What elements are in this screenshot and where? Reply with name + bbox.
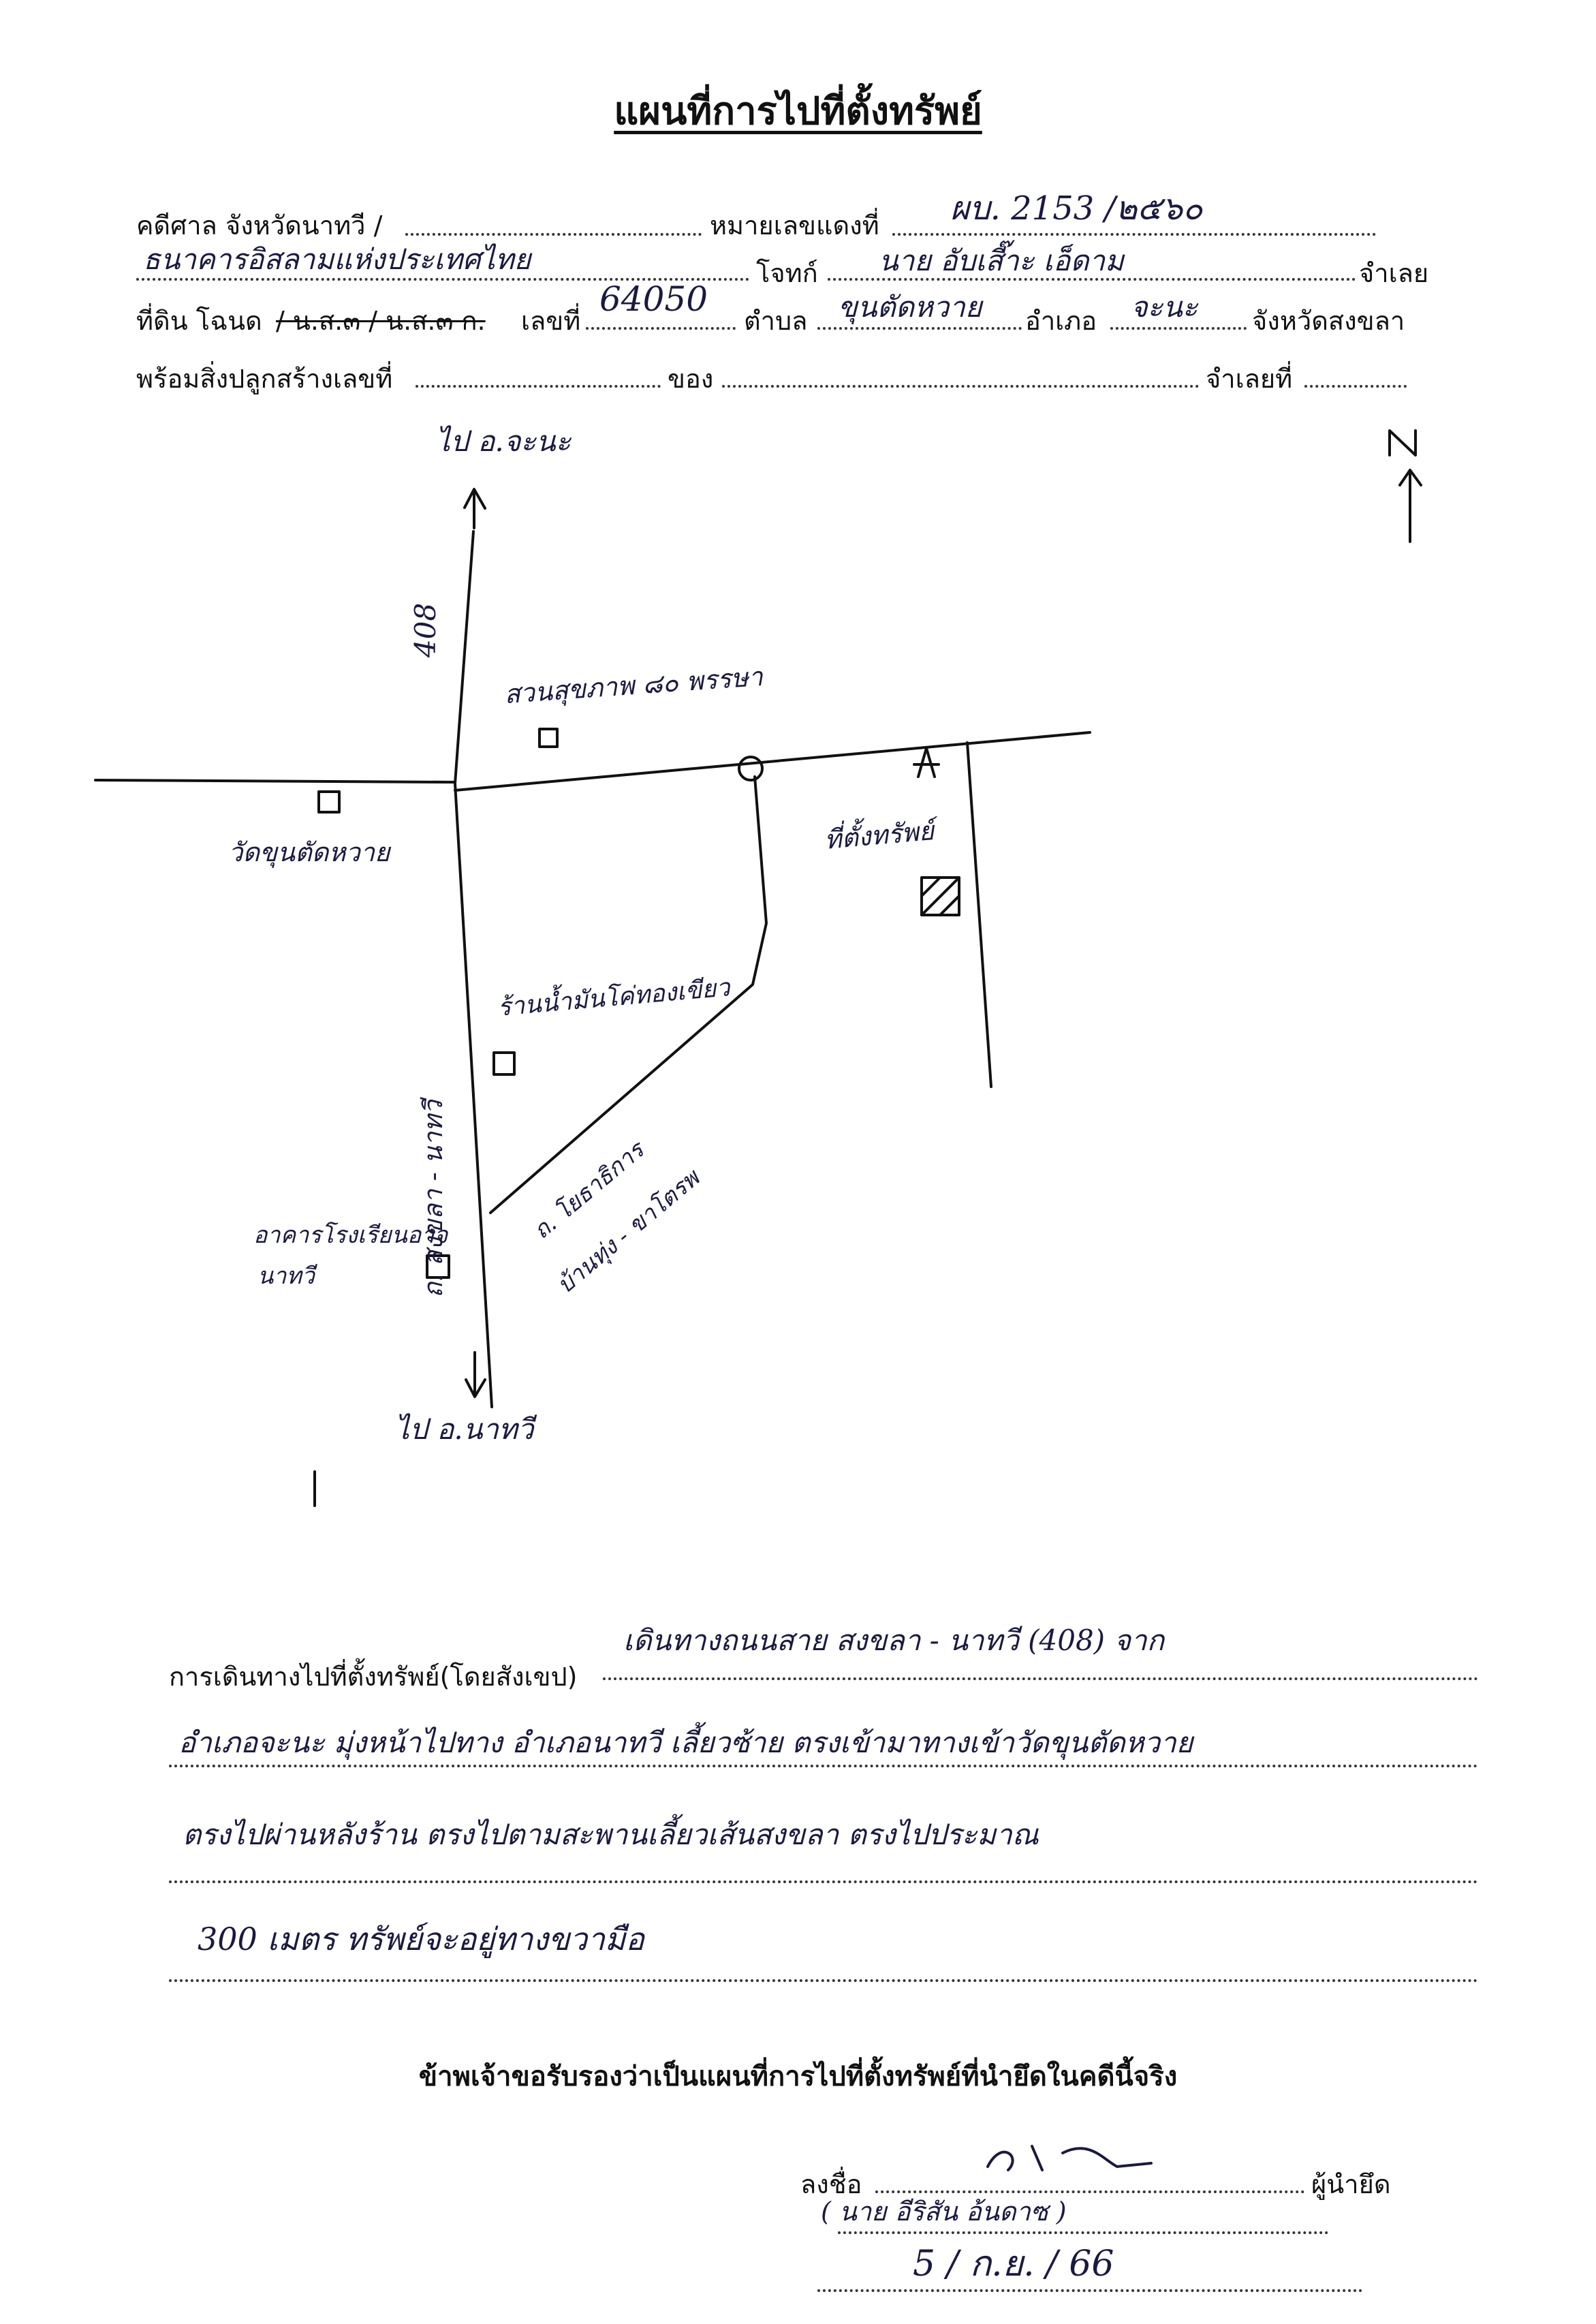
- district-value: จะนะ: [1131, 290, 1198, 324]
- plaintiff-value: ธนาคารอิสลามแห่งประเทศไทย: [143, 243, 531, 276]
- defendant-value: นาย อับเสี๊าะ เอ็ดาม: [879, 244, 1124, 277]
- park-marker: [538, 728, 559, 748]
- east-road-line: [454, 731, 1091, 792]
- defendant-no-dotted-line: [1304, 385, 1407, 388]
- north-arrow: [1398, 469, 1422, 543]
- court-dotted-line: [405, 233, 702, 236]
- label-to-chana: ไป อ.จะนะ: [436, 424, 572, 458]
- defendant-dotted-line: [828, 278, 1356, 281]
- signer-name: ( นาย อีริสัน อ้นดาซ ): [821, 2197, 1067, 2227]
- label-school-line2: นาทวี: [257, 1262, 315, 1290]
- wat-marker: [317, 790, 341, 814]
- directions-dotted-line2: [169, 1765, 1478, 1767]
- land-types-struck: / น.ส.๓ / น.ส.๓ ก.: [276, 306, 486, 336]
- red-case-label: หมายเลขแดงที่: [710, 211, 879, 241]
- subdistrict-dotted-line: [817, 327, 1022, 330]
- school-marker: [426, 1254, 450, 1279]
- property-hatch: [920, 876, 960, 916]
- directions-dotted-line3: [169, 1880, 1478, 1883]
- defendant-no-label: จำเลยที่: [1206, 364, 1293, 394]
- side-road-line: [489, 775, 768, 1214]
- arrow-to-chana: [463, 488, 486, 529]
- arrow-to-nathawi: [465, 1351, 486, 1398]
- water-shop-marker: [492, 1051, 516, 1076]
- number-dotted-line: [586, 327, 736, 330]
- province-label: จังหวัดสงขลา: [1252, 306, 1405, 336]
- signer-role: ผู้นำยึด: [1311, 2169, 1391, 2199]
- sign-date: 5 / ก.ย. / 66: [913, 2244, 1114, 2284]
- building-dotted-line: [416, 385, 661, 388]
- west-road-line: [94, 779, 456, 784]
- temple-icon: [913, 747, 940, 778]
- directions-line3: ตรงไปผ่านหลังร้าน ตรงไปตามสะพานเลี้ยวเส้…: [183, 1818, 1039, 1851]
- directions-dotted-line1: [603, 1677, 1478, 1680]
- directions-label: การเดินทางไปที่ตั้งทรัพย์(โดยสังเขป): [169, 1662, 578, 1692]
- of-dotted-line: [722, 385, 1199, 388]
- label-school-line1: อาคารโรงเรียนอาจ: [253, 1222, 448, 1249]
- land-label: ที่ดิน โฉนด: [136, 306, 262, 336]
- building-label: พร้อมสิ่งปลูกสร้างเลขที่: [136, 364, 393, 394]
- label-to-nathawi: ไป อ.นาทวี: [395, 1412, 534, 1446]
- number-label: เลขที่: [521, 306, 581, 336]
- red-case-value: ผบ. 2153 /๒๕๖๐: [950, 189, 1203, 228]
- of-label: ของ: [668, 364, 714, 394]
- number-value: 64050: [599, 279, 708, 319]
- plaintiff-label: โจทก์: [756, 258, 818, 288]
- signer-name-dotted-line: [838, 2231, 1328, 2234]
- north-n-glyph: [1388, 429, 1417, 456]
- certification-statement: ข้าพเจ้าขอรับรองว่าเป็นแผนที่การไปที่ตั้…: [418, 2061, 1178, 2092]
- court-label: คดีศาล จังหวัดนาทวี /: [136, 211, 383, 241]
- subdistrict-label: ตำบล: [744, 306, 808, 336]
- subdistrict-value: ขุนตัดหวาย: [838, 290, 982, 324]
- label-wat: วัดขุนตัดหวาย: [228, 837, 390, 867]
- sign-dotted-line: [875, 2190, 1304, 2193]
- sign-label: ลงชื่อ: [800, 2169, 862, 2199]
- document-title: แผนที่การไปที่ตั้งทรัพย์: [614, 89, 982, 134]
- sign-date-dotted-line: [817, 2289, 1362, 2292]
- property-road-line: [966, 741, 992, 1088]
- district-label: อำเภอ: [1025, 306, 1097, 336]
- directions-line1: เดินทางถนนสาย สงขลา - นาทวี (408) จาก: [623, 1624, 1165, 1657]
- handwritten-signature: [986, 2145, 1153, 2171]
- directions-dotted-line4: [169, 1979, 1478, 1982]
- red-case-dotted-line: [892, 233, 1376, 236]
- directions-line2: อำเภอจะนะ มุ่งหน้าไปทาง อำเภอนาทวี เลี้ย…: [178, 1726, 1193, 1759]
- junction-circle: [738, 756, 764, 781]
- defendant-label: จำเลย: [1359, 258, 1429, 288]
- plaintiff-dotted-line: [136, 278, 749, 281]
- district-dotted-line: [1110, 327, 1247, 330]
- directions-line4: 300 เมตร ทรัพย์จะอยู่ทางขวามือ: [198, 1921, 644, 1957]
